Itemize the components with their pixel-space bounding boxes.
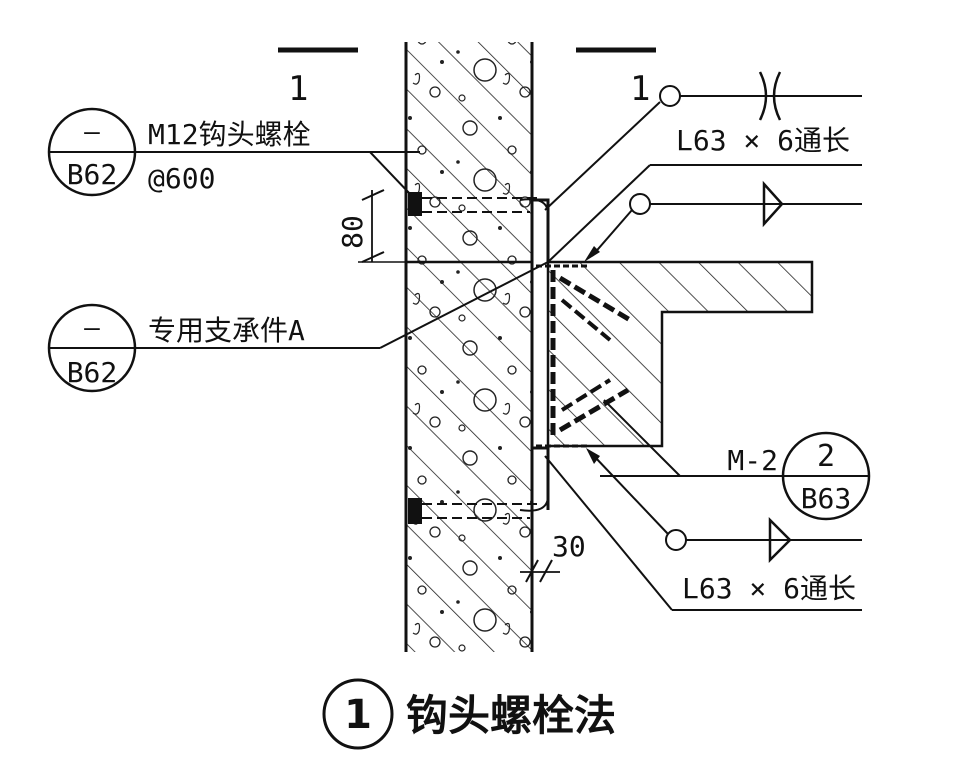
callout-detail-top: 2 bbox=[817, 439, 835, 474]
leader-angle-upper: L63 × 6通长 bbox=[544, 71, 862, 263]
callout-bolt-top: — bbox=[84, 117, 100, 147]
callout-detail-prefix: M-2 bbox=[727, 444, 778, 477]
dimension-gap-label: 80 bbox=[336, 215, 369, 249]
callout-support: — B62 专用支承件A bbox=[47, 261, 549, 393]
callout-support-top: — bbox=[84, 313, 100, 343]
callout-detail: M-2 2 B63 bbox=[600, 399, 871, 521]
dimension-offset-label: 30 bbox=[552, 530, 586, 563]
callout-bolt-line2: @600 bbox=[148, 162, 215, 195]
hook-bolt-upper bbox=[408, 192, 538, 216]
caption: 1 钩头螺栓法 bbox=[322, 678, 616, 750]
caption-title: 钩头螺栓法 bbox=[406, 691, 616, 740]
hook-bolt-lower bbox=[408, 498, 538, 524]
caption-number: 1 bbox=[344, 692, 372, 738]
callout-bolt: — B62 M12钩头螺栓 @600 bbox=[47, 107, 420, 197]
section-mark-right: 1 bbox=[576, 47, 656, 109]
callout-bolt-line1: M12钩头螺栓 bbox=[148, 118, 311, 151]
angle-label-lower: L63 × 6通长 bbox=[682, 572, 856, 605]
dimension-gap: 80 bbox=[336, 189, 406, 263]
callout-support-line1: 专用支承件A bbox=[148, 314, 305, 347]
section-mark-left: 1 bbox=[278, 47, 358, 109]
angle-upper bbox=[519, 198, 588, 268]
section-number-right: 1 bbox=[630, 69, 650, 109]
leader-angle-lower: L63 × 6通长 bbox=[544, 448, 862, 611]
section-number-left: 1 bbox=[288, 69, 308, 109]
angle-label-upper: L63 × 6通长 bbox=[676, 124, 850, 157]
angle-lower bbox=[519, 444, 588, 512]
precast-slab bbox=[546, 260, 814, 448]
concrete-wall bbox=[404, 42, 534, 652]
special-support-piece bbox=[550, 270, 632, 440]
callout-support-sheet: B62 bbox=[67, 356, 118, 389]
callout-detail-sheet: B63 bbox=[801, 482, 852, 515]
dimension-offset: 30 bbox=[520, 530, 586, 583]
callout-bolt-sheet: B62 bbox=[67, 158, 118, 191]
